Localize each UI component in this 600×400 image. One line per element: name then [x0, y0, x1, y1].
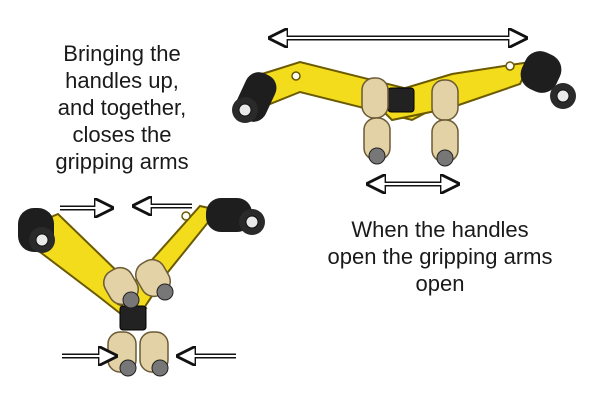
closing-caption: Bringing the handles up, and together, c…	[55, 41, 189, 174]
open-tool-illustration	[232, 51, 576, 167]
open-tool-rollers	[361, 77, 459, 167]
opening-caption: When the handles open the gripping arms …	[327, 217, 553, 296]
closed-tool-right-grip	[206, 198, 265, 235]
closed-tool-left-grip	[18, 208, 55, 253]
closed-tool-illustration	[18, 198, 265, 377]
open-tool-left-grip	[232, 72, 277, 123]
open-tool-right-grip	[520, 51, 576, 109]
open-tool-pivot	[387, 87, 415, 113]
closed-tool-pivot	[119, 305, 147, 331]
